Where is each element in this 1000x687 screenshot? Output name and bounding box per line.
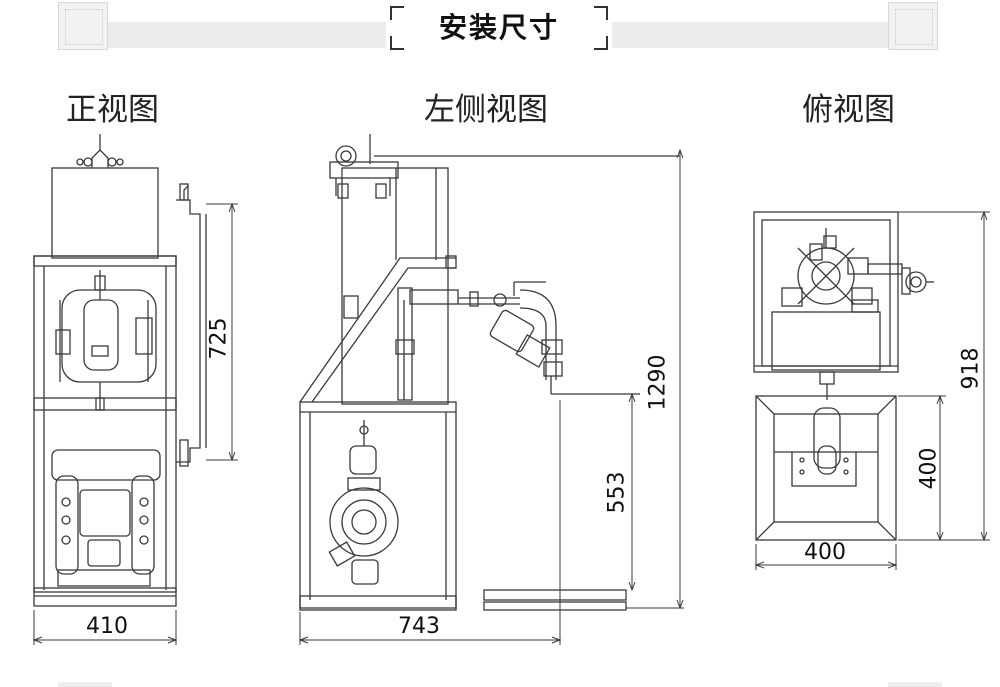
side-width-dimension: 743	[398, 614, 440, 639]
side-view-title: 左侧视图	[424, 92, 548, 128]
side-height-dimension: 553	[604, 471, 630, 514]
left-ornament-icon	[58, 2, 108, 50]
front-width-dimension: 410	[86, 614, 128, 639]
side-total-height-dimension: 1290	[645, 354, 671, 411]
top-depth-dimension: 400	[916, 447, 942, 490]
top-view-title: 俯视图	[802, 92, 895, 128]
front-view-dimensions	[32, 202, 238, 645]
section-title: 安装尺寸	[438, 11, 559, 44]
right-ornament-icon	[888, 2, 938, 50]
top-view-drawing	[753, 211, 934, 541]
top-total-dimension: 918	[958, 347, 984, 390]
section-title-box: 安装尺寸	[386, 2, 612, 54]
front-height-dimension: 725	[206, 317, 232, 360]
footer-right-ornament	[888, 682, 942, 687]
top-width-dimension: 400	[804, 540, 846, 565]
top-view-dimensions	[754, 210, 990, 570]
side-view-drawing	[299, 134, 680, 611]
front-view-drawing	[33, 134, 207, 607]
front-view-title: 正视图	[66, 92, 159, 128]
side-view-dimensions	[298, 148, 684, 645]
footer-left-ornament	[58, 682, 112, 687]
